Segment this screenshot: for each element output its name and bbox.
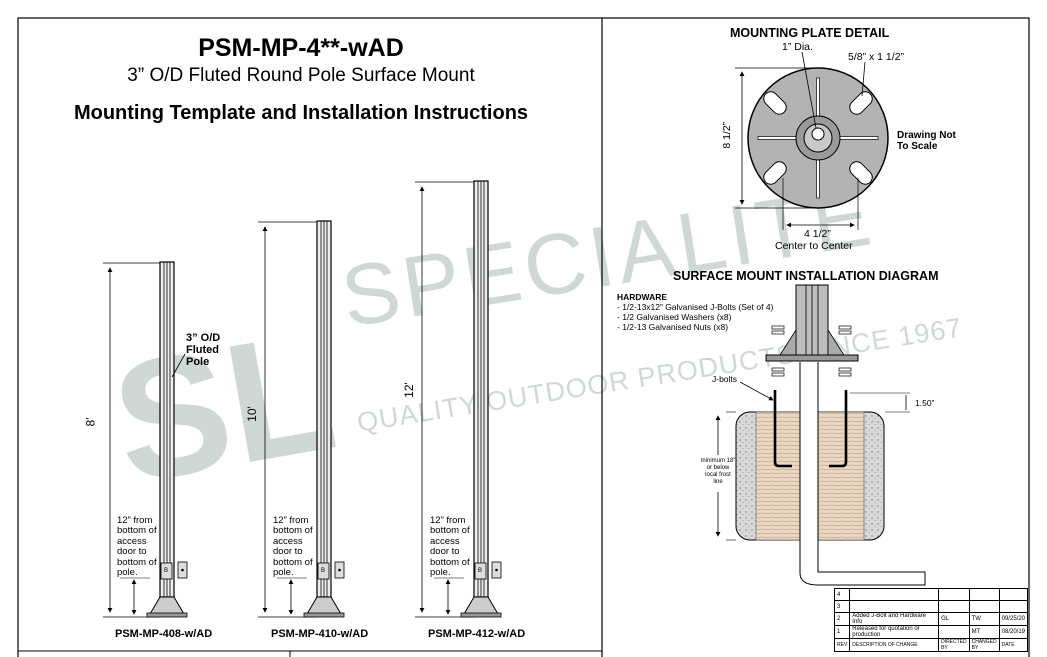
access-door-mark: B xyxy=(164,568,169,574)
pole-model-label: PSM-MP-410-w/AD xyxy=(271,628,369,640)
rev-header-desc: DESCRIPTION OF CHANGE xyxy=(849,638,940,652)
rev-directed-by xyxy=(938,588,970,601)
rev-date: 09/25/20 xyxy=(998,612,1029,626)
bolt-spacing-caption: Center to Center xyxy=(775,240,853,252)
rev-description: Released for quotation or production xyxy=(849,625,940,639)
drawing-heading: Mounting Template and Installation Instr… xyxy=(73,102,529,124)
mounting-plate-header: MOUNTING PLATE DETAIL xyxy=(730,26,890,40)
rev-directed-by: GL xyxy=(938,612,970,626)
rev-changed-by: TW xyxy=(968,612,1000,626)
drawing-title: PSM-MP-4**-wAD xyxy=(198,34,404,62)
rev-changed-by: MT xyxy=(968,625,1000,639)
hardware-item: - 1/2-13 Galvanised Nuts (x8) xyxy=(617,322,729,332)
access-door-note: 12” from bottom of access door to bottom… xyxy=(430,515,470,579)
slot-size-label: 5/8” x 1 1/2” xyxy=(848,51,905,63)
rev-date xyxy=(998,600,1029,613)
rev-date: 08/20/19 xyxy=(998,625,1029,639)
bolt-spacing-label: 4 1/2” xyxy=(804,228,831,240)
pole-callout: 3” O/D Fluted Pole xyxy=(186,332,221,369)
rev-number: 4 xyxy=(833,588,851,601)
pole-height-label: 10' xyxy=(244,406,259,422)
pole-408 xyxy=(103,261,188,618)
rev-header-chg: CHANGED BY xyxy=(968,638,1000,652)
access-door-mark: B xyxy=(478,568,483,574)
rev-changed-by xyxy=(968,600,1000,613)
rev-number: 1 xyxy=(833,625,851,639)
rev-directed-by xyxy=(938,600,970,613)
rev-header-date: DATE xyxy=(998,638,1029,652)
rev-header-dir: DIRECTED BY xyxy=(938,638,970,652)
revision-row: 4 xyxy=(833,588,1029,601)
center-hole-label: 1” Dia. xyxy=(782,41,813,53)
depth-note: minimum 18” or below local frost line xyxy=(700,458,736,485)
access-door-mark: B xyxy=(321,568,326,574)
revision-row: 3 xyxy=(833,600,1029,613)
rev-number: 3 xyxy=(833,600,851,613)
hardware-item: - 1/2-13x12” Galvanised J-Bolts (Set of … xyxy=(617,302,774,312)
pole-height-label: 8' xyxy=(83,417,98,427)
revision-table: 4 3 2 Added J-Bolt and Hardware Info GL … xyxy=(833,588,1029,652)
rev-description xyxy=(849,600,940,613)
rev-header-rev: REV xyxy=(833,638,851,652)
pole-model-label: PSM-MP-412-w/AD xyxy=(428,628,526,640)
rev-changed-by xyxy=(968,588,1000,601)
pole-height-label: 12' xyxy=(401,382,416,398)
drawing-border xyxy=(17,17,1030,657)
install-diagram-header: SURFACE MOUNT INSTALLATION DIAGRAM xyxy=(673,269,939,283)
rev-directed-by xyxy=(938,625,970,639)
drawing-subtitle: 3” O/D Fluted Round Pole Surface Mount xyxy=(127,65,475,86)
access-door-note: 12” from bottom of access door to bottom… xyxy=(273,515,313,579)
jbolts-label: J-bolts xyxy=(712,374,738,384)
pole-model-label: PSM-MP-408-w/AD xyxy=(115,628,213,640)
rev-date xyxy=(998,588,1029,601)
pole-410 xyxy=(258,220,345,618)
rev-description xyxy=(849,588,940,601)
hardware-item: - 1/2 Galvanised Washers (x8) xyxy=(617,312,732,322)
access-door-note: 12” from bottom of access door to bottom… xyxy=(117,515,157,579)
rev-description: Added J-Bolt and Hardware Info xyxy=(849,612,940,626)
revision-row: 2 Added J-Bolt and Hardware Info GL TW 0… xyxy=(833,612,1029,626)
plate-diameter-label: 8 1/2” xyxy=(721,121,734,149)
revision-header: REV DESCRIPTION OF CHANGE DIRECTED BY CH… xyxy=(833,638,1029,652)
projection-label: 1.50” xyxy=(915,398,935,408)
hardware-title: HARDWARE xyxy=(617,292,668,302)
revision-row: 1 Released for quotation or production M… xyxy=(833,625,1029,639)
scale-note: Drawing Not To Scale xyxy=(897,130,956,152)
mounting-plate xyxy=(735,51,889,230)
installation-diagram xyxy=(715,284,926,586)
pole-412 xyxy=(415,180,502,618)
rev-number: 2 xyxy=(833,612,851,626)
